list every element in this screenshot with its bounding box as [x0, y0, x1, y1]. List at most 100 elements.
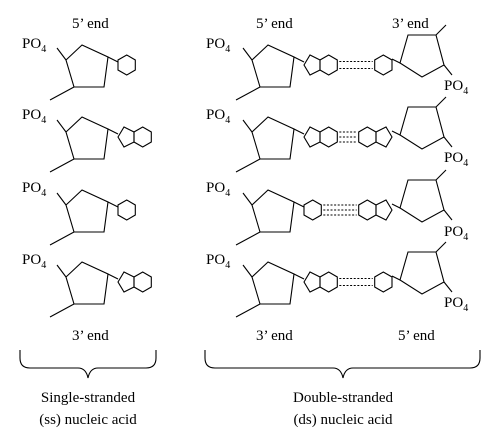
glycosidic-bond — [107, 56, 119, 63]
sugar-ring — [399, 34, 445, 78]
base-ring — [358, 126, 377, 148]
base-ring — [375, 199, 393, 221]
backbone-link — [435, 96, 447, 108]
glycosidic-bond — [391, 275, 401, 281]
base-ring — [117, 271, 135, 293]
base-ring — [303, 271, 321, 293]
base-ring — [303, 199, 322, 221]
ss-caption-line1: Single-stranded — [41, 390, 136, 406]
ds-left-phosphate-label: PO4 — [206, 107, 230, 126]
base-ring — [303, 54, 321, 76]
ss-brace — [19, 350, 157, 379]
svg-text:PO4: PO4 — [206, 107, 230, 126]
ds-brace — [204, 350, 481, 379]
svg-text:PO4: PO4 — [22, 36, 46, 55]
backbone-link — [49, 231, 75, 246]
sugar-substituent — [242, 192, 253, 206]
base-ring — [319, 271, 338, 293]
svg-text:PO4: PO4 — [444, 78, 468, 97]
svg-text:PO4: PO4 — [444, 295, 468, 314]
backbone-link — [49, 86, 75, 101]
sugar-ring — [399, 251, 445, 295]
sugar-substituent — [242, 119, 253, 133]
ds-left-phosphate-label: PO4 — [206, 36, 230, 55]
sugar-ring — [251, 189, 295, 233]
ds-right-phosphate-label: PO4 — [444, 150, 468, 169]
sugar-substituent — [443, 281, 453, 293]
sugar-ring — [399, 179, 445, 223]
sugar-substituent — [56, 47, 67, 61]
sugar-ring — [65, 44, 109, 88]
sugar-substituent — [443, 136, 453, 148]
backbone-link — [235, 158, 261, 173]
ss-caption-line2: (ss) nucleic acid — [39, 412, 137, 428]
svg-text:PO4: PO4 — [444, 224, 468, 243]
backbone-link — [435, 24, 447, 36]
backbone-link — [235, 231, 261, 246]
ds-caption-line2: (ds) nucleic acid — [293, 412, 393, 428]
ds-left-bottom-end-label: 3’ end — [256, 328, 293, 344]
ss-bottom-end-label: 3’ end — [72, 328, 109, 344]
sugar-substituent — [443, 64, 453, 76]
glycosidic-bond — [107, 128, 119, 135]
ds-left-phosphate-label: PO4 — [206, 252, 230, 271]
svg-text:PO4: PO4 — [206, 252, 230, 271]
base-ring — [358, 199, 377, 221]
ds-right-top-end-label: 3’ end — [392, 16, 429, 32]
base-ring — [117, 126, 135, 148]
ss-phosphate-label: PO4 — [22, 252, 46, 271]
glycosidic-bond — [107, 201, 119, 208]
glycosidic-bond — [391, 58, 401, 64]
sugar-substituent — [56, 264, 67, 278]
sugar-ring — [399, 106, 445, 150]
glycosidic-bond — [293, 201, 305, 208]
sugar-substituent — [56, 192, 67, 206]
ds-caption-line1: Double-stranded — [293, 390, 393, 406]
sugar-ring — [251, 261, 295, 305]
ds-right-bottom-end-label: 5’ end — [398, 328, 435, 344]
base-ring — [133, 271, 152, 293]
sugar-ring — [65, 261, 109, 305]
ds-right-phosphate-label: PO4 — [444, 224, 468, 243]
base-ring — [374, 271, 393, 293]
glycosidic-bond — [293, 273, 305, 280]
sugar-substituent — [242, 264, 253, 278]
ds-left-phosphate-label: PO4 — [206, 180, 230, 199]
glycosidic-bond — [107, 273, 119, 280]
sugar-substituent — [242, 47, 253, 61]
base-ring — [375, 126, 393, 148]
ds-right-phosphate-label: PO4 — [444, 78, 468, 97]
glycosidic-bond — [293, 56, 305, 63]
backbone-link — [49, 303, 75, 318]
backbone-link — [49, 158, 75, 173]
ds-right-phosphate-label: PO4 — [444, 295, 468, 314]
backbone-link — [435, 241, 447, 253]
svg-text:PO4: PO4 — [22, 107, 46, 126]
base-ring — [303, 126, 321, 148]
sugar-substituent — [56, 119, 67, 133]
svg-text:PO4: PO4 — [206, 36, 230, 55]
sugar-ring — [251, 44, 295, 88]
base-ring — [319, 126, 338, 148]
backbone-link — [235, 86, 261, 101]
sugar-ring — [65, 116, 109, 160]
backbone-link — [235, 303, 261, 318]
ss-phosphate-label: PO4 — [22, 36, 46, 55]
svg-text:PO4: PO4 — [22, 252, 46, 271]
ss-phosphate-label: PO4 — [22, 180, 46, 199]
svg-text:PO4: PO4 — [444, 150, 468, 169]
sugar-ring — [251, 116, 295, 160]
ds-left-top-end-label: 5’ end — [256, 16, 293, 32]
svg-text:PO4: PO4 — [22, 180, 46, 199]
sugar-ring — [65, 189, 109, 233]
ss-top-end-label: 5’ end — [72, 16, 109, 32]
glycosidic-bond — [391, 203, 401, 209]
glycosidic-bond — [293, 128, 305, 135]
base-ring — [374, 54, 393, 76]
base-ring — [319, 54, 338, 76]
base-ring — [117, 54, 136, 76]
glycosidic-bond — [391, 130, 401, 136]
base-ring — [133, 126, 152, 148]
svg-text:PO4: PO4 — [206, 180, 230, 199]
